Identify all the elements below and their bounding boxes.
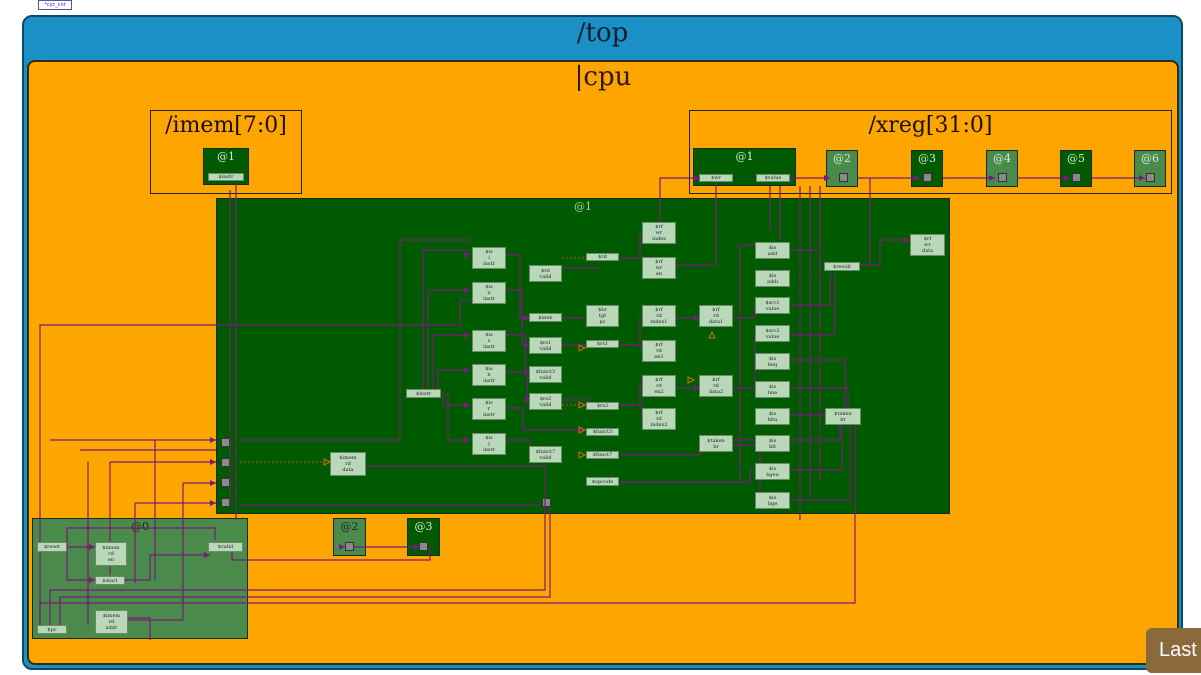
imem-stage-1-label: @1: [217, 150, 235, 163]
xreg-stage-3-label: @3: [918, 152, 936, 165]
rf-rd-index1-signal[interactable]: $rf rd index1: [642, 305, 676, 327]
taken-br-signal[interactable]: $taken br: [699, 435, 733, 452]
is-blt-signal[interactable]: $is blt: [755, 435, 790, 452]
xreg-stage-4-label: @4: [993, 152, 1011, 165]
result-signal[interactable]: $result: [824, 262, 860, 271]
is-j-instr-signal[interactable]: $is j instr: [472, 433, 506, 455]
main-instr-signal[interactable]: $instr: [406, 389, 441, 398]
rf-rd-data1-signal[interactable]: $rf rd data1: [699, 305, 733, 327]
funct7-signal[interactable]: $funct7: [586, 451, 619, 459]
cpu-stage-3-label: @3: [414, 520, 433, 533]
valid-signal[interactable]: $valid: [208, 542, 243, 552]
imem-instr-signal[interactable]: $instr: [208, 173, 244, 181]
funct7-valid-signal[interactable]: $funct7 valid: [529, 446, 562, 463]
br-tgt-pc-signal[interactable]: $br tgt pc: [586, 305, 619, 327]
rs2-signal[interactable]: $rs2: [586, 402, 619, 410]
xreg-stage-2-label: @2: [833, 152, 851, 165]
cyc-cnt-badge[interactable]: *cyc_cnt: [38, 0, 72, 10]
xreg-value-signal[interactable]: $value: [756, 174, 790, 182]
is-r-instr-signal[interactable]: $is r instr: [472, 398, 506, 420]
cpu-scope-title: |cpu: [574, 62, 632, 92]
stage-0: [32, 518, 248, 639]
is-addi-signal[interactable]: $is addi: [755, 270, 790, 287]
top-scope-title: /top: [576, 18, 629, 48]
rf-rd-index2-signal[interactable]: $rf rd index2: [642, 408, 676, 430]
xreg-s6-port[interactable]: [1146, 173, 1155, 182]
xreg-stage-6-label: @6: [1141, 152, 1159, 165]
rf-rd-en1-signal[interactable]: $rf rd en1: [642, 340, 676, 362]
main-port-5[interactable]: [542, 498, 551, 507]
src1-value-signal[interactable]: $src1 value: [755, 297, 790, 314]
xreg-s4-port[interactable]: [998, 173, 1007, 182]
rs1-signal[interactable]: $rs1: [586, 340, 619, 348]
is-bge-signal[interactable]: $is bge: [755, 492, 790, 509]
src2-value-signal[interactable]: $src2 value: [755, 325, 790, 342]
xreg-stage-5-label: @5: [1067, 152, 1085, 165]
rs1-valid-signal[interactable]: $rs1 valid: [529, 337, 562, 354]
start-signal[interactable]: $start: [95, 576, 125, 585]
imem-rd-data-signal[interactable]: $imem rd data: [330, 452, 366, 476]
rf-wr-index-signal[interactable]: $rf wr index: [642, 222, 676, 244]
imem-scope-title: /imem[7:0]: [165, 113, 287, 138]
last-button[interactable]: Last: [1146, 628, 1201, 673]
funct3-signal[interactable]: $funct3: [586, 428, 619, 436]
pc-signal[interactable]: $pc: [37, 625, 67, 634]
rf-wr-en-signal[interactable]: $rf wr en: [642, 257, 676, 279]
funct3-valid-signal[interactable]: $funct3 valid: [529, 366, 562, 383]
imem-rd-en-signal[interactable]: $imem rd en: [95, 542, 127, 566]
taken-br-2-signal[interactable]: $taken br: [825, 408, 861, 425]
rf-rd-en2-signal[interactable]: $rf rd en2: [642, 375, 676, 397]
reset-signal[interactable]: $reset: [37, 542, 67, 552]
rs2-valid-signal[interactable]: $rs2 valid: [529, 393, 562, 410]
imem-rd-addr-signal[interactable]: $imem rd addr: [95, 610, 128, 634]
xreg-s3-port[interactable]: [923, 173, 932, 182]
xreg-s2-port[interactable]: [839, 173, 848, 182]
xreg-scope: [689, 110, 1172, 194]
is-bltu-signal[interactable]: $is bltu: [755, 408, 790, 425]
rd-signal[interactable]: $rd: [586, 253, 619, 261]
is-u-instr-signal[interactable]: $is u instr: [472, 282, 506, 304]
rf-wr-data-signal[interactable]: $rf wr data: [910, 234, 945, 256]
is-i-instr-signal[interactable]: $is i instr: [472, 247, 506, 269]
imm-signal[interactable]: $imm: [529, 313, 562, 322]
is-b-instr-signal[interactable]: $is b instr: [472, 364, 506, 386]
imem-scope: [150, 110, 302, 194]
is-beq-signal[interactable]: $is beq: [755, 353, 790, 370]
rf-rd-data2-signal[interactable]: $rf rd data2: [699, 375, 733, 397]
cpu-stage-2-label: @2: [340, 520, 359, 533]
xreg-s5-port[interactable]: [1072, 173, 1081, 182]
main-stage-1-label: @1: [574, 200, 592, 213]
opcode-signal[interactable]: $opcode: [586, 477, 619, 486]
xreg-stage-1-label: @1: [735, 150, 754, 163]
xreg-stage-6: [1134, 150, 1166, 187]
xreg-scope-title: /xreg[31:0]: [868, 113, 993, 138]
is-bne-signal[interactable]: $is bne: [755, 381, 790, 398]
is-s-instr-signal[interactable]: $is s instr: [472, 330, 506, 352]
rd-valid-signal[interactable]: $rd valid: [529, 265, 562, 282]
is-add-signal[interactable]: $is add: [755, 242, 790, 259]
cpu-s2-port[interactable]: [345, 542, 354, 551]
is-bgeu-signal[interactable]: $is bgeu: [755, 463, 790, 480]
